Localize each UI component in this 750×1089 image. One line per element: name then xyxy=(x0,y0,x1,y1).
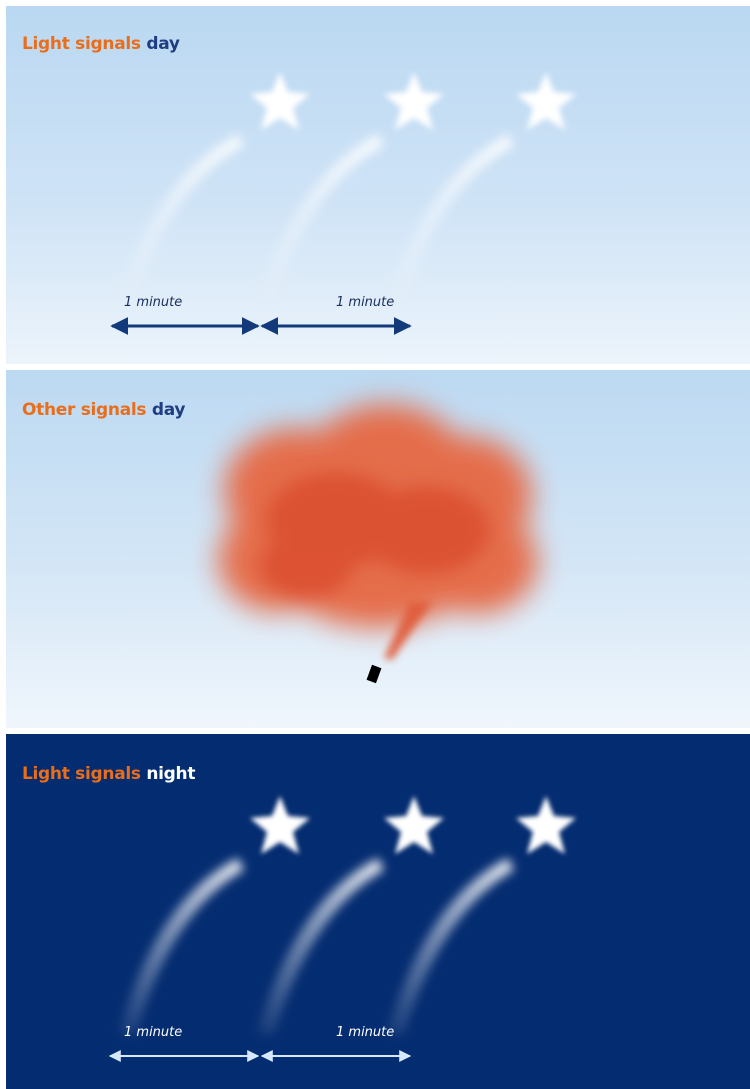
star-flare-icon xyxy=(256,796,444,1034)
star-flare-icon xyxy=(386,796,576,1034)
day-flares-illustration xyxy=(110,72,576,335)
star-flare-icon xyxy=(116,72,310,301)
title-highlight: Light signals xyxy=(22,764,141,784)
panel-title: Light signals night xyxy=(22,764,195,784)
smoke-canister-icon xyxy=(366,664,382,684)
night-flares-illustration xyxy=(108,796,576,1062)
panel-light-signals-day: Light signals day 1 xyxy=(6,6,750,364)
title-rest: day xyxy=(146,34,180,54)
star-flare-icon xyxy=(118,796,310,1034)
panel-other-signals-day: Other signals day xyxy=(6,370,750,728)
title-rest: day xyxy=(151,400,186,420)
star-flare-icon xyxy=(386,72,576,301)
panel-light-signals-night: Light signals night xyxy=(6,734,750,1089)
smoke-signal-illustration xyxy=(218,404,538,684)
interval-label: 1 minute xyxy=(124,1025,183,1040)
interval-label: 1 minute xyxy=(336,295,395,310)
panel-title: Other signals day xyxy=(22,400,185,420)
title-highlight: Light signals xyxy=(22,34,141,54)
title-highlight: Other signals xyxy=(22,400,147,420)
interval-label: 1 minute xyxy=(336,1025,395,1040)
star-flare-icon xyxy=(256,72,444,301)
interval-label: 1 minute xyxy=(124,295,183,310)
panel-title: Light signals day xyxy=(22,34,180,54)
title-rest: night xyxy=(146,764,196,784)
smoke-cloud-icon xyxy=(218,404,538,660)
